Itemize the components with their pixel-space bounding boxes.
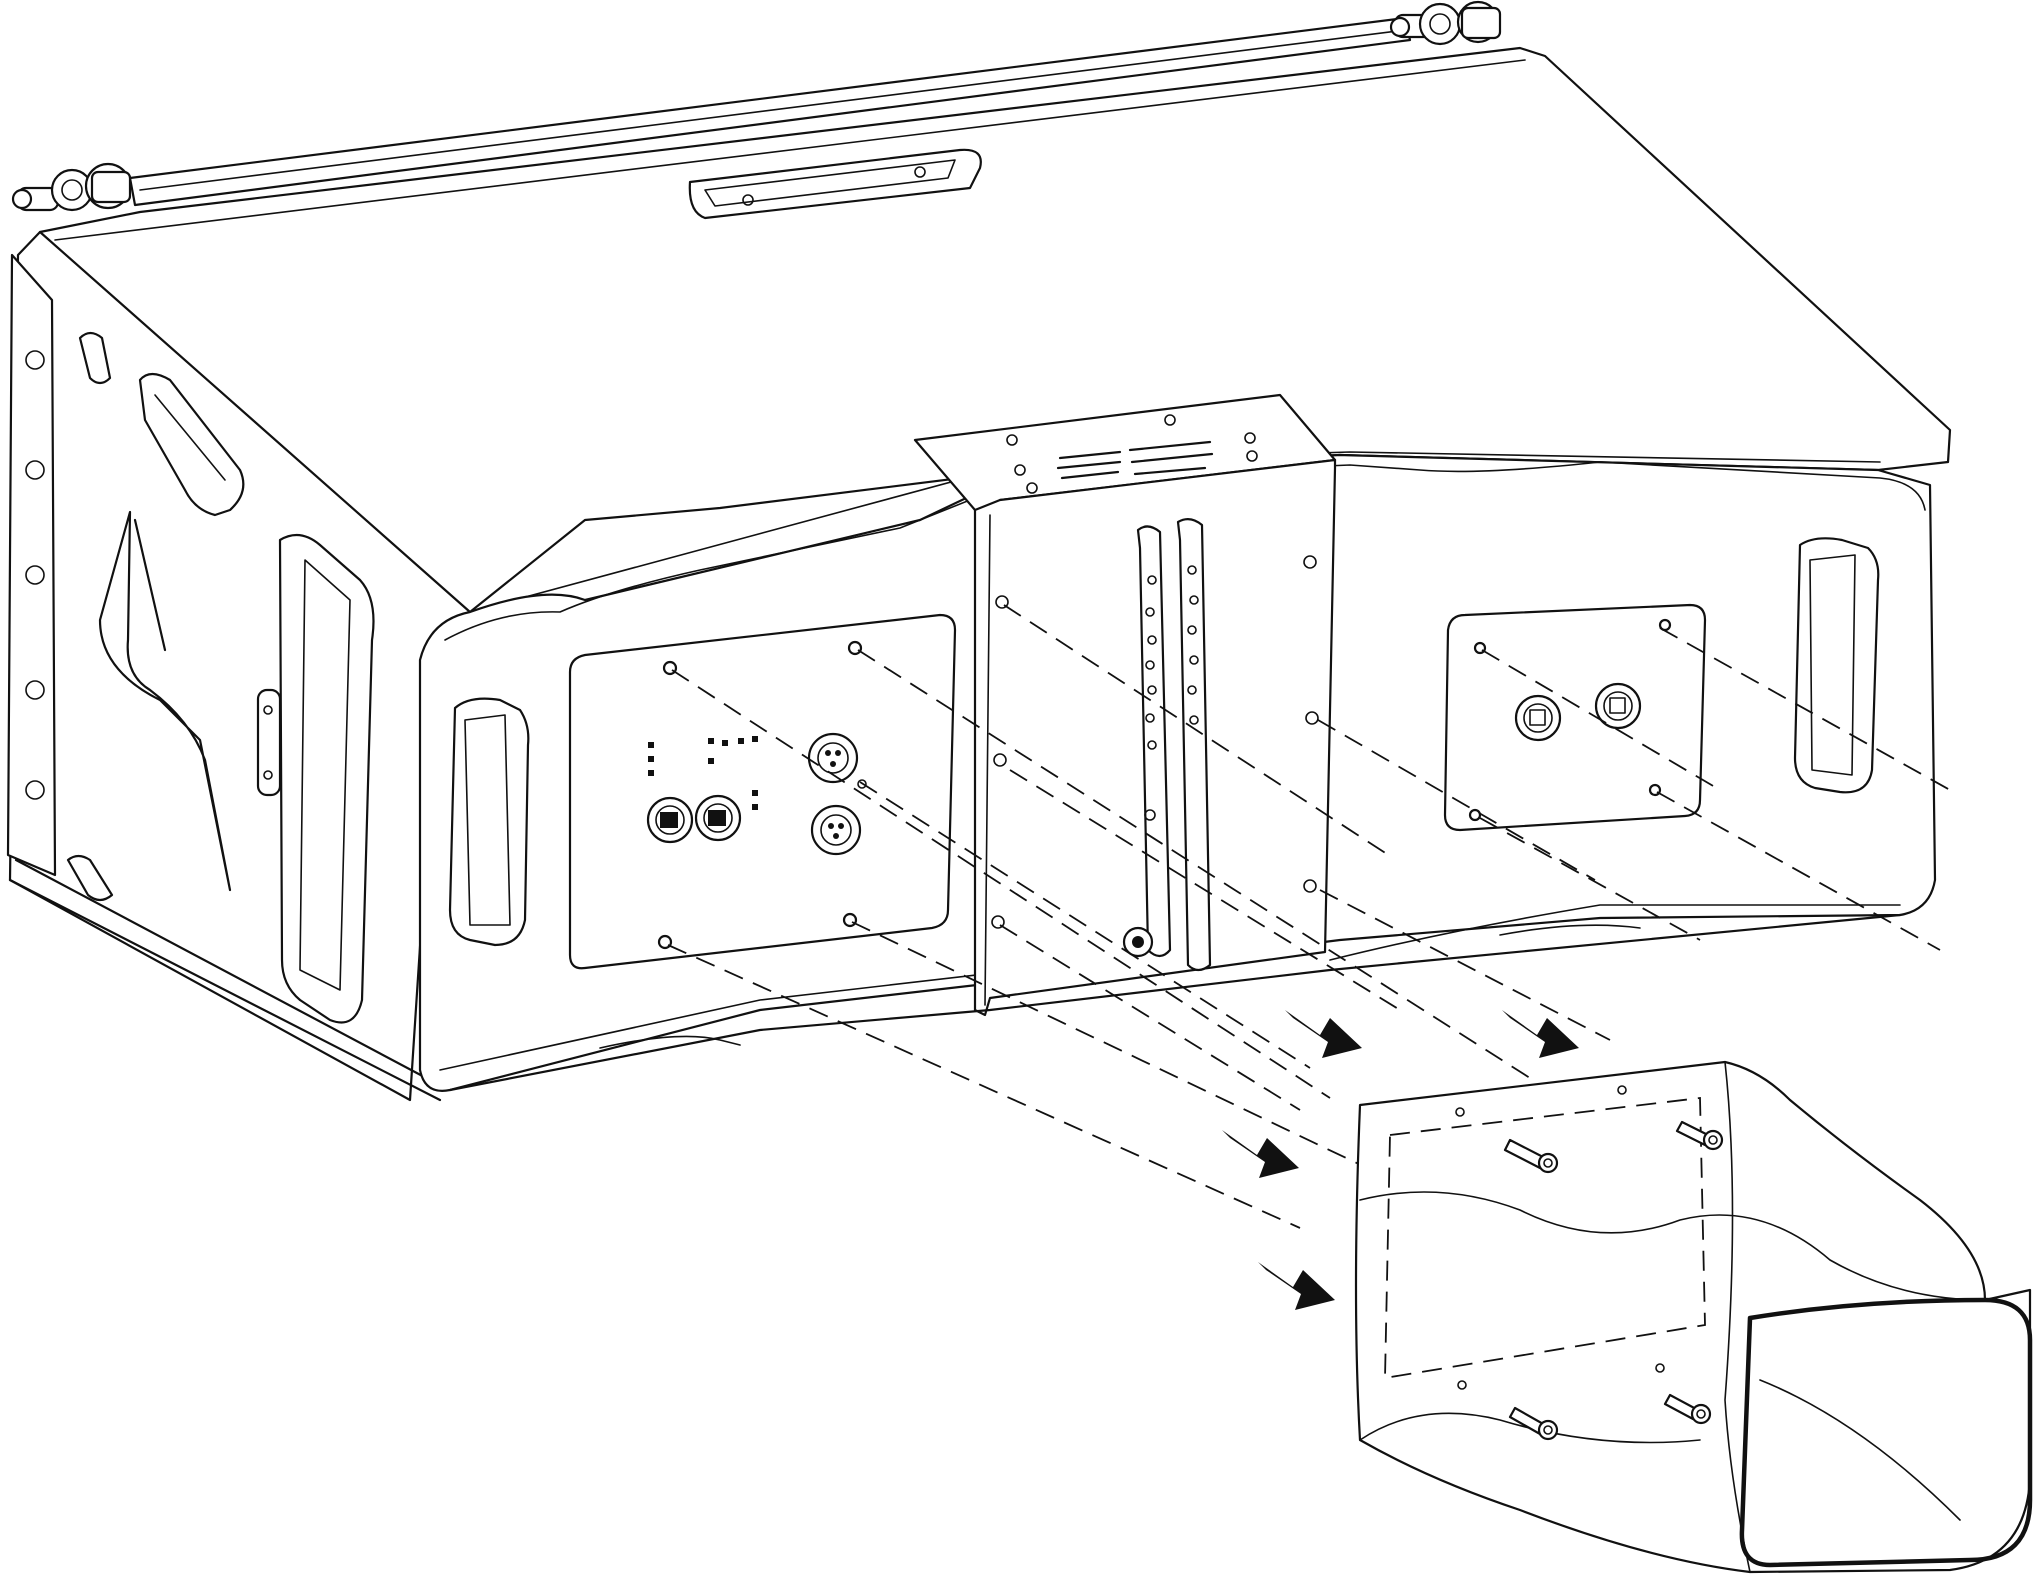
connector-icon — [1514, 694, 1562, 742]
connector-icon — [1594, 682, 1642, 730]
panel-screw — [1468, 808, 1482, 822]
top-handle — [688, 148, 982, 220]
screw-icon — [1663, 1393, 1712, 1425]
side-recess-handle — [278, 533, 375, 1024]
logo-mark — [98, 510, 232, 892]
connector-icon — [810, 804, 862, 856]
panel-screw — [842, 912, 858, 928]
center-rigging-bracket — [913, 393, 1337, 1017]
panel-screw — [847, 640, 863, 656]
front-handle-right — [1793, 537, 1880, 794]
rigging-pin-left — [11, 162, 132, 212]
left-rigging-plate — [6, 253, 57, 877]
io-panel-left — [568, 613, 957, 970]
insert-arrow-icon — [1222, 1130, 1299, 1178]
insert-arrow-icon — [1258, 1262, 1335, 1310]
screw-icon — [1508, 1406, 1559, 1441]
connector-icon — [646, 796, 694, 844]
front-handle-left — [448, 697, 530, 947]
insert-arrow-icon — [1285, 1010, 1362, 1058]
rain-cover-opening — [1739, 1297, 2033, 1568]
io-panel-right — [1443, 603, 1707, 832]
connector-icon — [807, 732, 859, 784]
screw-icon — [1503, 1138, 1559, 1174]
alignment-lines — [667, 604, 1951, 1243]
screw-icon — [1675, 1120, 1724, 1151]
rain-cover — [1354, 1060, 2033, 1574]
rigging-pin-right — [1389, 0, 1502, 46]
insertion-arrows — [1222, 1010, 1579, 1310]
rain-cover-body — [1354, 1060, 2032, 1574]
connector-icon — [694, 794, 742, 842]
speaker-cabinet — [6, 0, 1952, 1102]
rigging-bar-top — [128, 16, 1412, 207]
insert-arrow-icon — [1502, 1010, 1579, 1058]
